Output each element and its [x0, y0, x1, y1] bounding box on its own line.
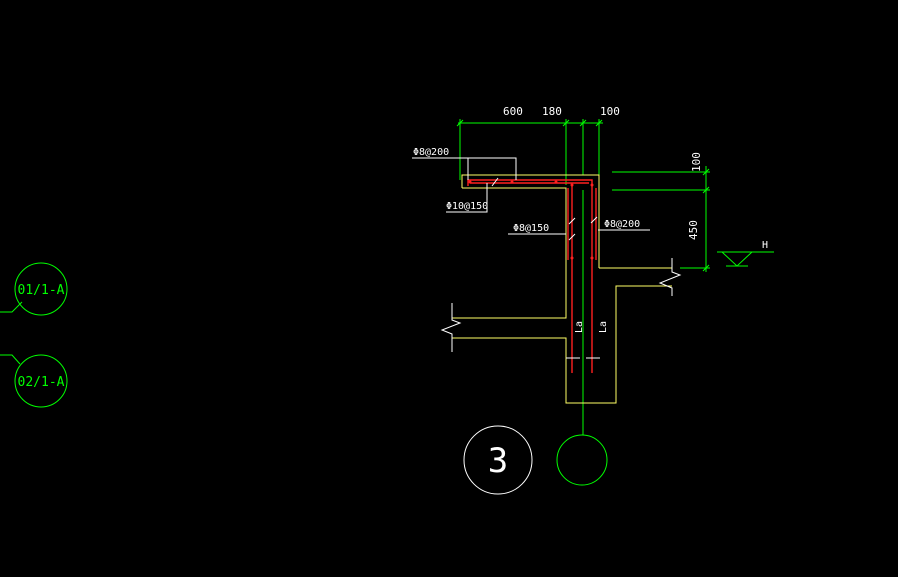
axis-bubble-label-1: 01/1-A — [18, 283, 65, 298]
dim-600: 600 — [503, 105, 523, 118]
rebar-label-top-slab: Φ8@200 — [413, 147, 449, 158]
rebar — [467, 179, 597, 373]
anchorage-label-right: La — [598, 321, 609, 333]
rebar-dots — [468, 180, 594, 260]
leader-lines — [412, 157, 650, 359]
rebar-labels: Φ8@200 Φ10@150 Φ8@150 Φ8@200 La La H — [413, 147, 768, 333]
section-label: 3 — [488, 441, 508, 481]
level-label: H — [762, 240, 768, 251]
dim-100-top: 100 — [600, 105, 620, 118]
dimension-lines — [456, 119, 774, 435]
rebar-label-wall-right: Φ8@200 — [604, 219, 640, 230]
axis-bubble-label-2: 02/1-A — [18, 375, 65, 390]
dim-180: 180 — [542, 105, 562, 118]
dim-100-right: 100 — [690, 152, 703, 172]
dim-450: 450 — [687, 220, 700, 240]
rebar-label-slab-bottom: Φ10@150 — [446, 201, 488, 212]
section-symbol: 3 — [463, 425, 608, 495]
anchorage-label-left: La — [574, 321, 585, 333]
axis-bubbles — [0, 262, 68, 408]
break-symbols — [440, 258, 682, 352]
dimension-texts: 600 180 100 100 450 — [503, 105, 703, 240]
section-axis-bubble — [556, 434, 608, 486]
rebar-label-wall-left: Φ8@150 — [513, 223, 549, 234]
